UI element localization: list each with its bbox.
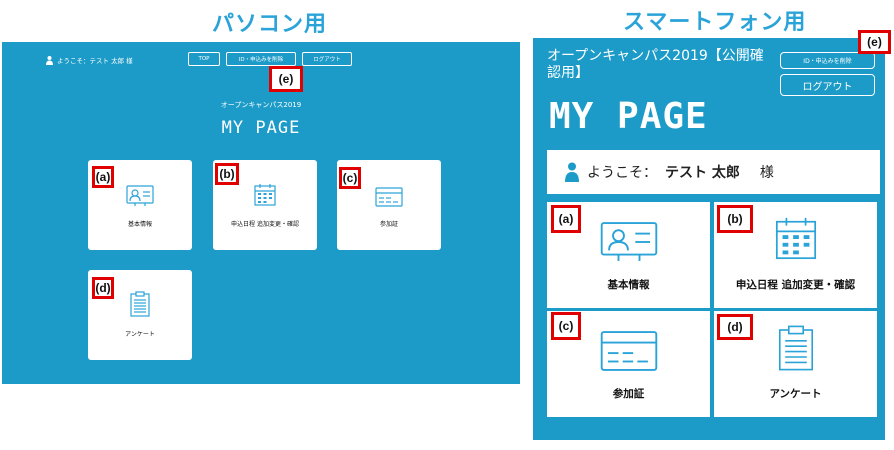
sp-greeting-box: ようこそ： テスト 太郎 様 bbox=[547, 150, 880, 194]
person-icon bbox=[46, 55, 53, 65]
sp-card-label: 申込日程 追加変更・確認 bbox=[735, 279, 856, 291]
sp-user-name: テスト 太郎 bbox=[665, 165, 740, 181]
sp-card-label: 参加証 bbox=[612, 388, 645, 400]
sp-greeting-prefix: ようこそ： bbox=[587, 165, 657, 181]
callout-d-pc: (d) bbox=[92, 277, 114, 299]
sp-event-title: オープンキャンパス2019【公開確認用】 bbox=[547, 48, 764, 81]
sp-card-label: 基本情報 bbox=[607, 279, 650, 291]
sp-card-label: アンケート bbox=[769, 388, 822, 400]
sp-page-title: MY PAGE bbox=[549, 96, 708, 137]
sp-delete-id-button[interactable]: ID・申込みを削除 bbox=[780, 52, 875, 69]
pc-card-label: 参加証 bbox=[379, 221, 398, 228]
delete-id-button[interactable]: ID・申込みを削除 bbox=[226, 52, 296, 66]
id-card-icon bbox=[126, 185, 154, 211]
sp-logout-button[interactable]: ログアウト bbox=[780, 74, 875, 96]
id-card-icon bbox=[599, 221, 659, 267]
callout-c-sp: (c) bbox=[551, 312, 581, 340]
top-button[interactable]: TOP bbox=[188, 52, 220, 66]
callout-d-sp: (d) bbox=[717, 314, 753, 340]
sp-heading: スマートフォン用 bbox=[623, 10, 807, 35]
callout-e-sp: (e) bbox=[858, 30, 891, 54]
callout-b-pc: (b) bbox=[215, 163, 239, 185]
logout-button[interactable]: ログアウト bbox=[302, 52, 352, 66]
pc-heading: パソコン用 bbox=[212, 12, 328, 37]
sp-greeting-suffix: 様 bbox=[759, 165, 774, 181]
pc-event-subtitle: オープンキャンパス2019 bbox=[220, 101, 302, 109]
pass-card-icon bbox=[375, 187, 403, 211]
callout-c-pc: (c) bbox=[339, 167, 361, 189]
pc-greeting-text: ようこそ：テスト 太郎 様 bbox=[57, 57, 133, 65]
pc-card-label: アンケート bbox=[125, 331, 155, 338]
sp-panel: オープンキャンパス2019【公開確認用】 ID・申込みを削除 ログアウト MY … bbox=[533, 38, 885, 440]
callout-b-sp: (b) bbox=[717, 205, 753, 233]
calendar-icon bbox=[773, 215, 819, 267]
pc-card-label: 基本情報 bbox=[127, 221, 152, 228]
pc-card-label: 申込日程 追加変更・確認 bbox=[231, 221, 299, 228]
clipboard-icon bbox=[130, 291, 150, 321]
callout-e-pc: (e) bbox=[269, 66, 303, 92]
callout-a-pc: (a) bbox=[92, 166, 114, 188]
clipboard-icon bbox=[778, 324, 814, 376]
pc-nav: TOP ID・申込みを削除 ログアウト bbox=[188, 52, 352, 66]
person-icon bbox=[565, 162, 579, 182]
pc-page-title: MY PAGE bbox=[221, 118, 301, 138]
sp-card-pass[interactable]: 参加証 bbox=[547, 311, 710, 417]
pc-greeting: ようこそ：テスト 太郎 様 bbox=[46, 55, 133, 65]
pc-panel: ようこそ：テスト 太郎 様 TOP ID・申込みを削除 ログアウト オープンキャ… bbox=[2, 42, 520, 384]
pass-card-icon bbox=[599, 330, 659, 376]
calendar-icon bbox=[253, 183, 277, 211]
callout-a-sp: (a) bbox=[551, 205, 581, 233]
sp-card-schedule[interactable]: 申込日程 追加変更・確認 bbox=[714, 202, 877, 308]
